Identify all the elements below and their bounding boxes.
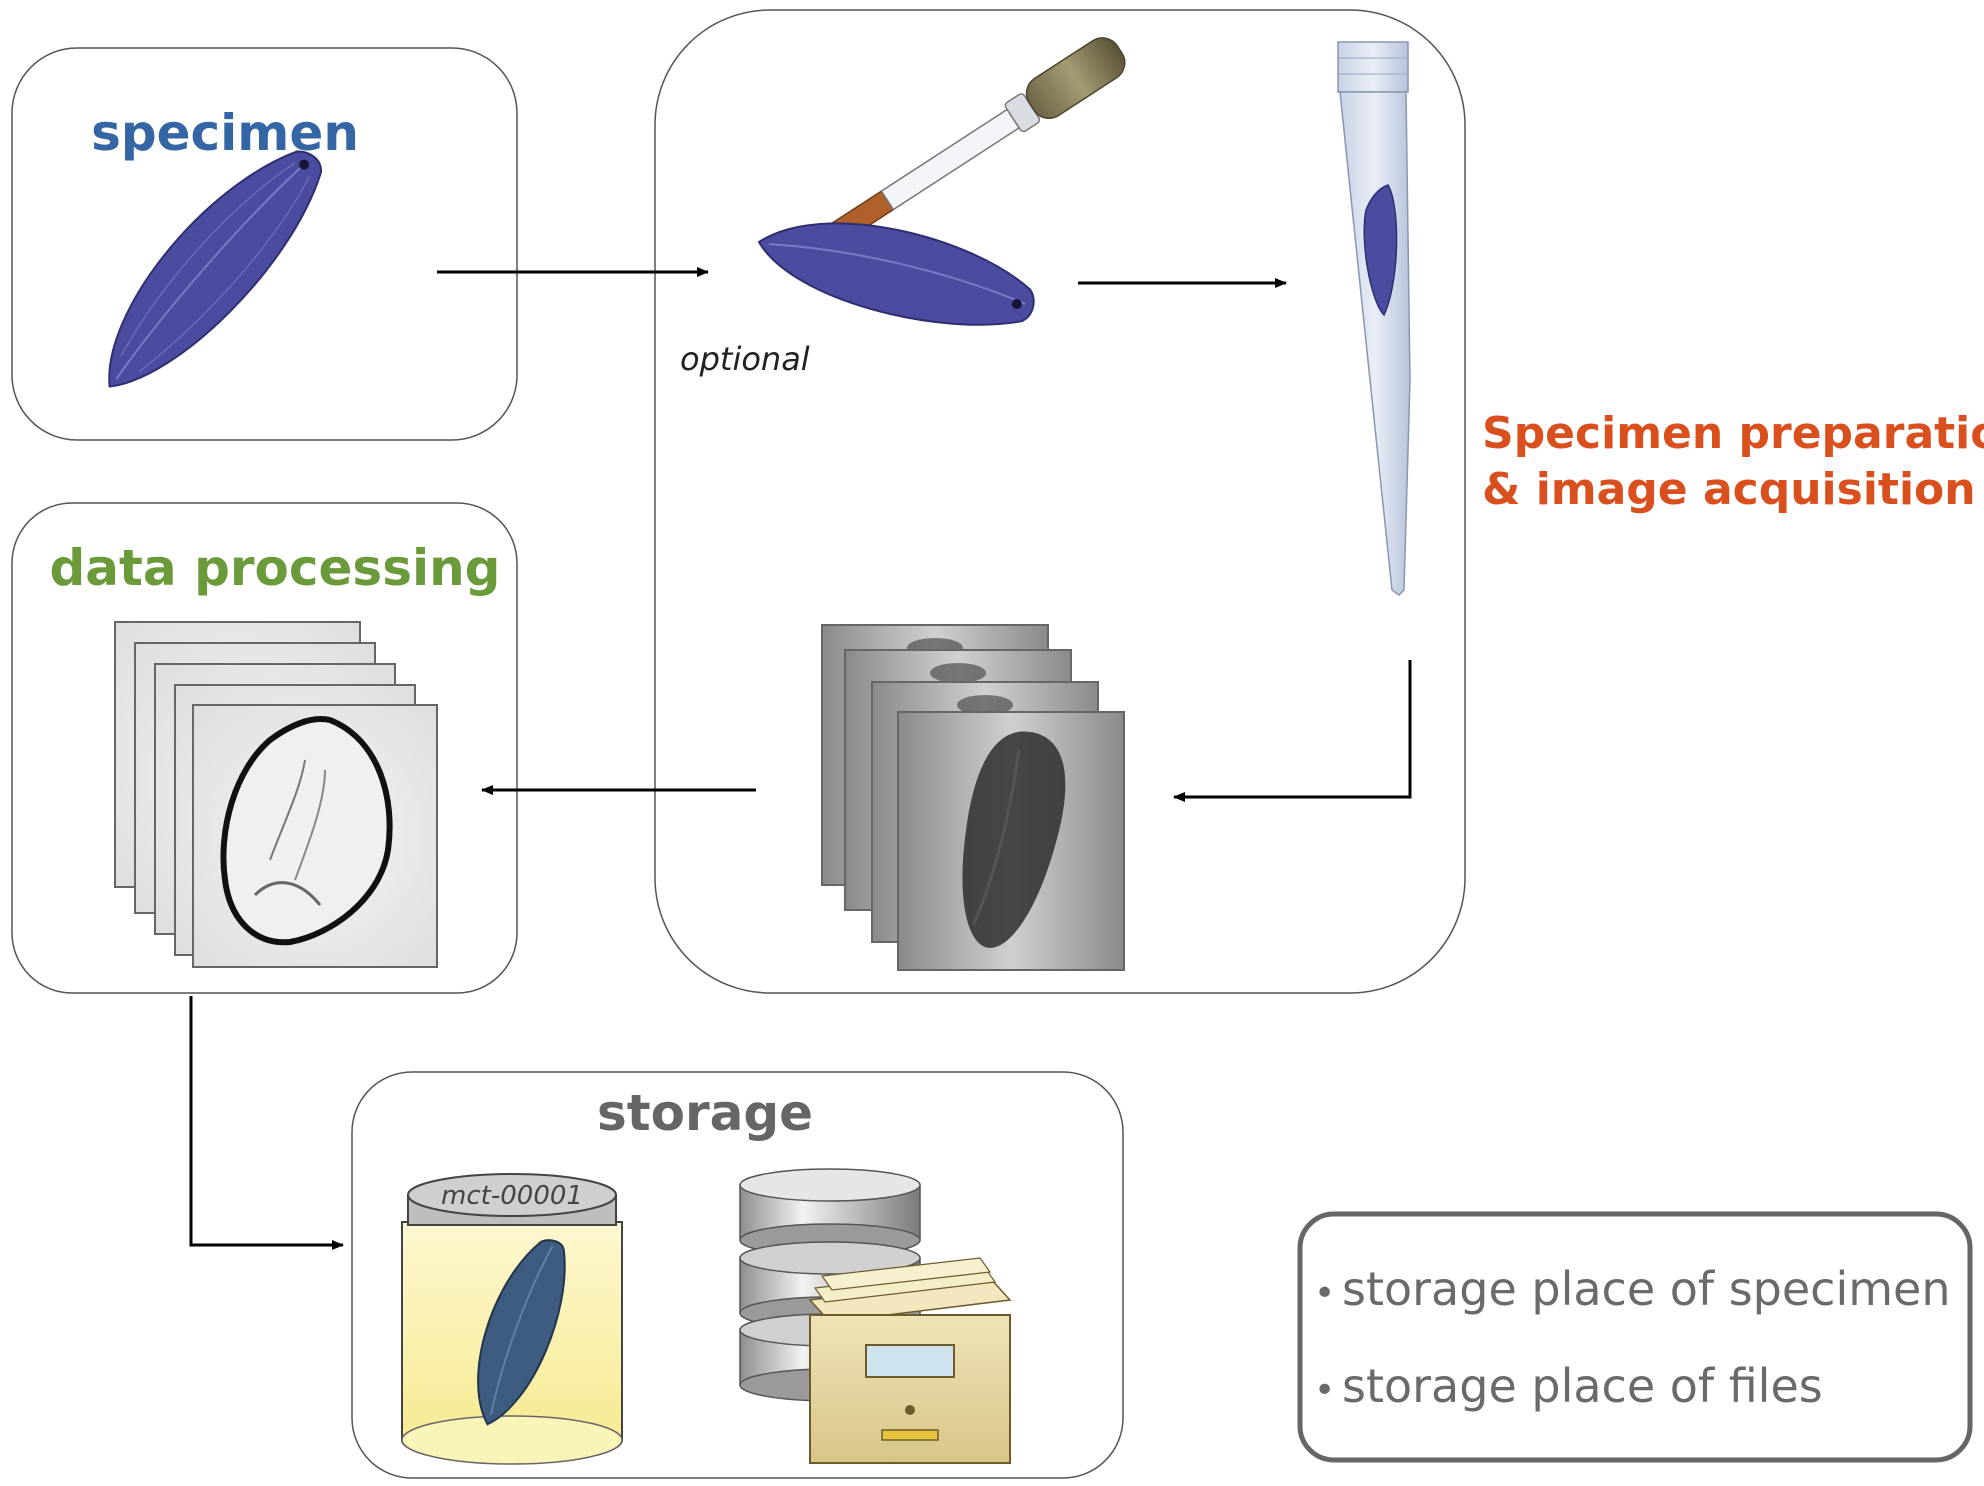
seed-specimen-icon [757, 222, 1035, 326]
processing-title: data processing [50, 539, 501, 597]
legend-item-specimen: storage place of specimen [1342, 1262, 1951, 1316]
preparation-title-line1: Specimen preparation [1482, 408, 1984, 459]
legend-box [1297, 1211, 1973, 1463]
arrow-processing-to-storage [189, 996, 344, 1250]
database-file-cabinet-icon [739, 1168, 1012, 1464]
legend-bullet: • [1314, 1370, 1335, 1411]
legend-item-files: storage place of files [1342, 1359, 1823, 1413]
arrow-tube-to-projections [1173, 660, 1412, 802]
legend-bullet: • [1314, 1273, 1335, 1314]
jar-label: mct-00001 [441, 1181, 583, 1211]
reconstructed-slice-stack-icon [114, 621, 438, 968]
preparation-title-line2: & image acquisition [1482, 464, 1976, 515]
storage-title: storage [597, 1084, 813, 1142]
seed-specimen-icon [108, 150, 322, 388]
xray-projection-stack-icon [821, 624, 1125, 971]
specimen-title: specimen [91, 104, 359, 162]
specimen-jar-icon: mct-00001 [401, 1173, 623, 1465]
pipette-tip-tube-icon [1337, 41, 1411, 596]
optional-label: optional [680, 340, 810, 378]
